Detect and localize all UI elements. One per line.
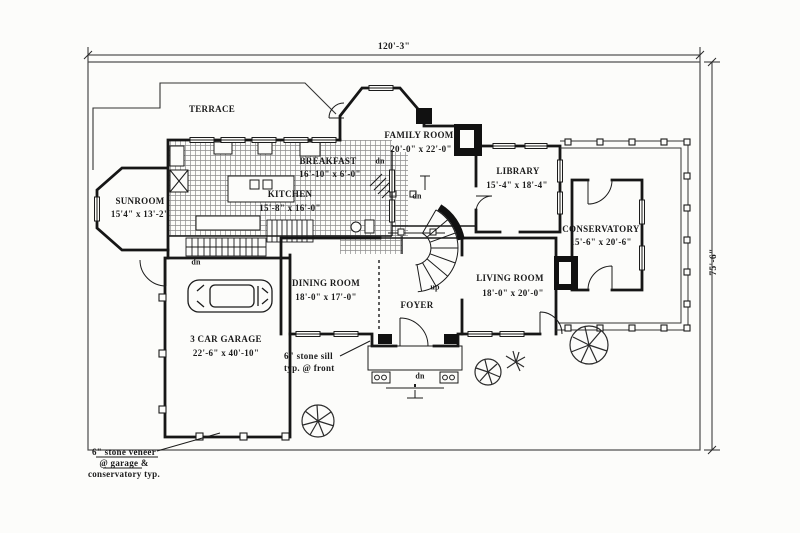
note-stone-veneer-line3: conservatory typ. bbox=[87, 469, 161, 479]
room-dims-library: 15'-4" x 18'-4" bbox=[486, 180, 548, 190]
overall-width-dimension: 120'-3" bbox=[377, 42, 411, 52]
stair-label-up: up bbox=[430, 282, 440, 292]
room-dims-conservatory: 15'-6" x 20'-6" bbox=[570, 237, 632, 247]
room-dims-family-room: 20'-0" x 22'-0" bbox=[390, 144, 452, 154]
fireplace-openings bbox=[460, 130, 571, 284]
veranda-outline bbox=[556, 140, 689, 331]
stair-label-dn-family: dn bbox=[375, 156, 385, 166]
room-label-kitchen: KITCHEN bbox=[267, 189, 313, 199]
entry-steps bbox=[367, 345, 463, 399]
room-dims-breakfast: 16'-10" x 6'-0" bbox=[299, 169, 361, 179]
room-label-garage: 3 CAR GARAGE bbox=[190, 334, 262, 344]
room-label-terrace: TERRACE bbox=[188, 104, 236, 114]
garage-pilasters bbox=[158, 293, 290, 441]
room-label-sunroom: SUNROOM bbox=[115, 196, 165, 206]
stair-label-dn-entry: dn bbox=[415, 371, 425, 381]
curved-stair-icon bbox=[415, 204, 465, 293]
room-label-conservatory: CONSERVATORY bbox=[562, 224, 640, 234]
room-label-breakfast: BREAKFAST bbox=[299, 156, 357, 166]
stair-label-dn-terrace: dn bbox=[412, 191, 422, 201]
tree-icons bbox=[301, 325, 609, 438]
note-leader-lines bbox=[96, 340, 371, 469]
fireplace-icons bbox=[378, 108, 578, 344]
room-dims-dining-room: 18'-0" x 17'-0" bbox=[295, 292, 357, 302]
room-label-living-room: LIVING ROOM bbox=[476, 273, 544, 283]
room-dims-living-room: 18'-0" x 20'-0" bbox=[482, 288, 544, 298]
door-arcs bbox=[139, 102, 613, 347]
note-stone-sill-line2: typ. @ front bbox=[284, 363, 335, 373]
terrace-outline bbox=[92, 82, 337, 170]
veranda-columns bbox=[564, 138, 691, 332]
note-stone-veneer-line2: @ garage & bbox=[99, 458, 149, 468]
dimension-lines bbox=[83, 47, 720, 455]
note-stone-veneer-line1: 6" stone veneer bbox=[92, 447, 156, 457]
room-label-family-room: FAMILY ROOM bbox=[384, 130, 454, 140]
room-label-dining-room: DINING ROOM bbox=[291, 278, 361, 288]
overall-depth-dimension: 75'-6" bbox=[709, 248, 719, 276]
note-stone-sill-line1: 6" stone sill bbox=[284, 351, 333, 361]
window-marks bbox=[94, 85, 645, 337]
car-icon bbox=[187, 279, 273, 313]
room-label-library: LIBRARY bbox=[496, 166, 540, 176]
site-boundary bbox=[87, 61, 701, 451]
kitchen-fixtures bbox=[169, 141, 375, 234]
room-label-foyer: FOYER bbox=[400, 300, 434, 310]
room-dims-kitchen: 15'-8" x 16'-0" bbox=[259, 203, 321, 213]
rear-steps-icon bbox=[369, 173, 395, 199]
stair-label-dn-backhall: dn bbox=[191, 257, 201, 267]
room-dims-sunroom: 15'4" x 13'-2" bbox=[110, 209, 170, 219]
shrub-icon bbox=[505, 350, 526, 372]
room-dims-garage: 22'-6" x 40'-10" bbox=[192, 348, 260, 358]
